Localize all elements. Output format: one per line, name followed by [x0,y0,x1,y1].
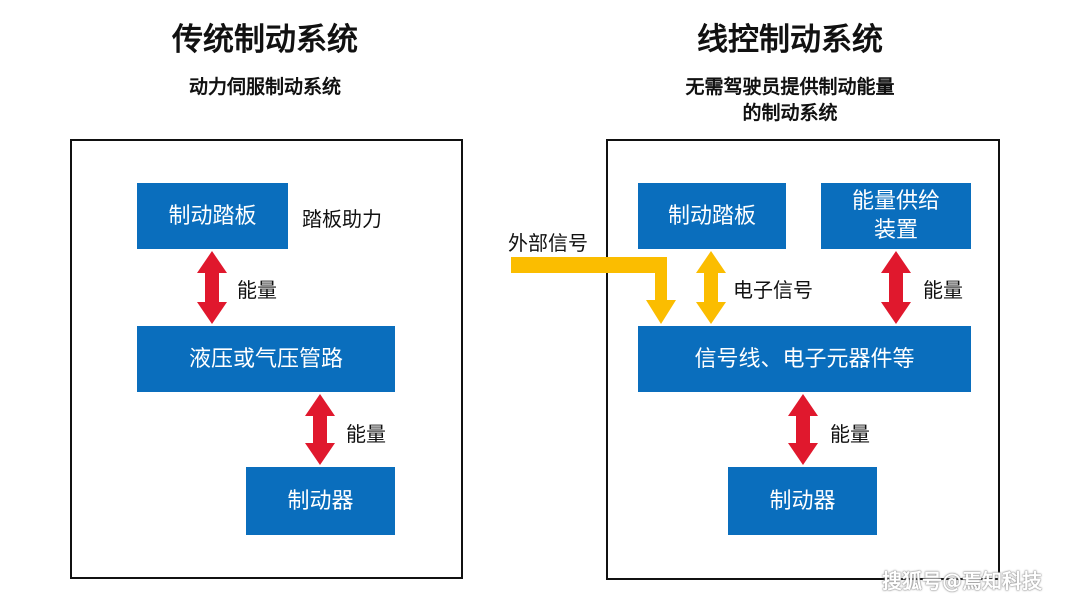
external-signal-arrow-icon [511,257,676,324]
right-pedal-box: 制动踏板 [638,183,786,249]
right-brake-box: 制动器 [728,467,877,535]
external-signal-label: 外部信号 [508,231,588,255]
left-brake-label: 制动器 [287,488,354,514]
left-energy-label-2: 能量 [346,422,386,446]
right-energy-label-2: 能量 [830,422,870,446]
components-label: 信号线、电子元器件等 [694,346,915,372]
watermark: 搜狐号@焉知科技 [882,569,1042,593]
double-arrow-icon [881,251,911,324]
signal-double-arrow-icon [696,251,726,324]
left-brake-box: 制动器 [246,467,395,535]
double-arrow-icon [197,251,227,324]
left-subtitle: 动力伺服制动系统 [188,76,341,98]
right-title: 线控制动系统 [697,22,883,58]
left-pedal-assist-label: 踏板助力 [302,207,382,231]
left-pipeline-label: 液压或气压管路 [188,346,343,372]
left-pedal-label: 制动踏板 [168,203,257,229]
left-title: 传统制动系统 [172,22,358,58]
left-energy-label-1: 能量 [237,278,277,302]
right-pedal-label: 制动踏板 [667,203,756,229]
components-box: 信号线、电子元器件等 [638,326,971,392]
right-energy-label-1: 能量 [923,278,963,302]
double-arrow-icon [305,394,335,465]
right-subtitle: 无需驾驶员提供制动能量 的制动系统 [685,76,895,124]
right-brake-label: 制动器 [769,488,836,514]
electronic-signal-label: 电子信号 [733,278,813,302]
energy-supply-box: 能量供给 装置 [821,183,971,249]
energy-supply-label: 能量供给 装置 [851,189,940,243]
left-pedal-box: 制动踏板 [137,183,288,249]
left-pipeline-box: 液压或气压管路 [137,326,395,392]
double-arrow-icon [788,394,818,465]
